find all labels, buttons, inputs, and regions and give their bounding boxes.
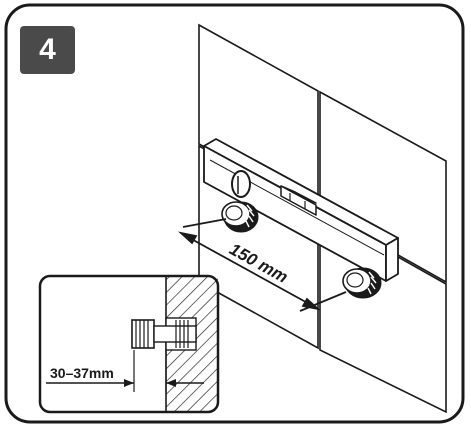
dimension-line [185, 235, 314, 307]
step-number-badge: 4 [20, 26, 75, 74]
arrow-head-left [177, 231, 198, 245]
dowel-shaft [153, 325, 197, 343]
dowel-screw-icon [221, 201, 259, 233]
dowel-head [131, 319, 155, 349]
dowel-screw-icon-right [342, 267, 382, 299]
inset-border [38, 274, 220, 414]
spirit-level-icon [203, 138, 399, 282]
tile-top-right [319, 90, 447, 284]
spacing-dimension [177, 218, 347, 312]
arrow-head-right [301, 297, 322, 311]
detail-inset: 30–37mm [38, 274, 220, 414]
depth-label: 30–37mm [50, 365, 114, 381]
extension-line-left [182, 218, 227, 228]
